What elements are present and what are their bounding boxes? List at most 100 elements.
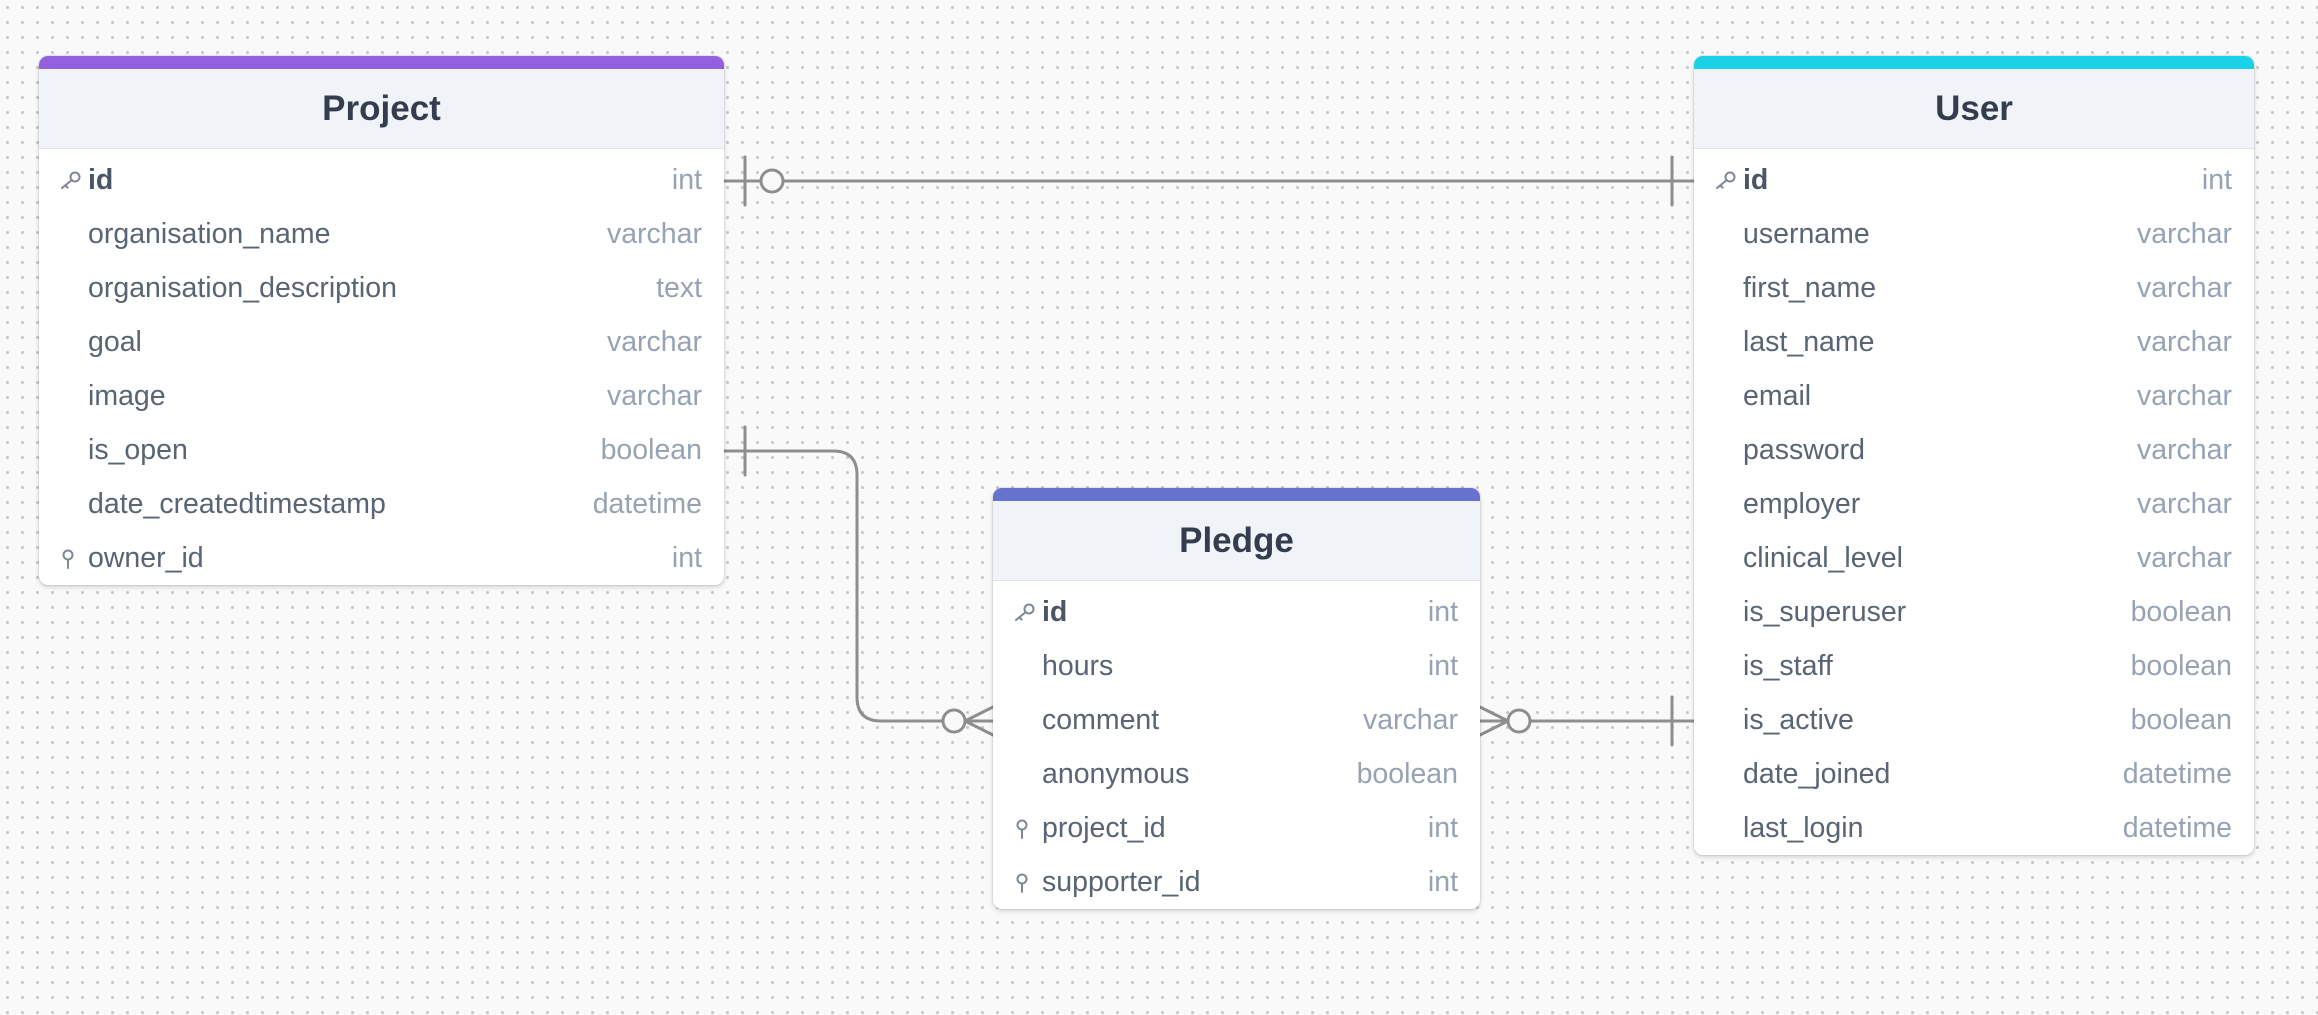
relationship-project-pledge — [722, 425, 995, 737]
column-name: last_name — [1743, 325, 1875, 358]
column-type: int — [671, 163, 702, 196]
table-project-column-row[interactable]: goal varchar — [39, 315, 724, 369]
column-type: datetime — [2122, 757, 2232, 790]
column-type: varchar — [2136, 379, 2232, 412]
column-icon-spacer — [1712, 585, 1743, 639]
column-name: project_id — [1042, 811, 1166, 844]
column-type: int — [1427, 865, 1458, 898]
table-pledge-column-row[interactable]: supporter_id int — [993, 855, 1480, 909]
key-icon — [57, 153, 88, 207]
key-icon — [1011, 585, 1042, 639]
table-pledge-column-row[interactable]: anonymous boolean — [993, 747, 1480, 801]
column-name: username — [1743, 217, 1870, 250]
relationship-pledge-user — [1478, 695, 1696, 747]
table-pledge-column-row[interactable]: comment varchar — [993, 693, 1480, 747]
column-name: anonymous — [1042, 757, 1190, 790]
table-user-header[interactable]: User — [1694, 69, 2254, 149]
table-project-title: Project — [322, 88, 441, 128]
table-user-column-row[interactable]: employer varchar — [1694, 477, 2254, 531]
column-name: hours — [1042, 649, 1114, 682]
column-icon-spacer — [1712, 315, 1743, 369]
column-icon-spacer — [1011, 747, 1042, 801]
column-name: employer — [1743, 487, 1861, 520]
column-type: int — [1427, 811, 1458, 844]
column-type: varchar — [2136, 433, 2232, 466]
column-name: id — [88, 163, 114, 196]
table-user-column-row[interactable]: username varchar — [1694, 207, 2254, 261]
column-type: datetime — [2122, 811, 2232, 844]
column-type: varchar — [2136, 541, 2232, 574]
column-name: date_createdtimestamp — [88, 487, 386, 520]
table-project-column-row[interactable]: id int — [39, 153, 724, 207]
column-name: is_open — [88, 433, 188, 466]
table-project-header[interactable]: Project — [39, 69, 724, 149]
table-pledge-header[interactable]: Pledge — [993, 501, 1480, 581]
foreign-key-icon — [1011, 801, 1042, 855]
foreign-key-icon — [1011, 855, 1042, 909]
table-user-title: User — [1935, 88, 2013, 128]
table-user-column-row[interactable]: last_name varchar — [1694, 315, 2254, 369]
column-type: int — [2201, 163, 2232, 196]
column-icon-spacer — [57, 369, 88, 423]
column-type: varchar — [1362, 703, 1458, 736]
table-pledge-column-row[interactable]: id int — [993, 585, 1480, 639]
column-type: varchar — [606, 217, 702, 250]
column-type: varchar — [606, 325, 702, 358]
column-type: text — [656, 271, 702, 304]
column-type: varchar — [2136, 487, 2232, 520]
column-type: int — [1427, 649, 1458, 682]
relationship-project-user — [722, 155, 1696, 207]
column-type: int — [1427, 595, 1458, 628]
column-icon-spacer — [57, 423, 88, 477]
column-name: id — [1042, 595, 1068, 628]
table-user-accent-bar — [1694, 56, 2254, 69]
column-name: last_login — [1743, 811, 1864, 844]
column-name: clinical_level — [1743, 541, 1903, 574]
table-pledge[interactable]: Pledge id int hours int comment varchar anonym… — [993, 488, 1480, 909]
table-user-column-row[interactable]: date_joined datetime — [1694, 747, 2254, 801]
column-name: is_superuser — [1743, 595, 1907, 628]
column-type: boolean — [2130, 595, 2232, 628]
column-name: goal — [88, 325, 142, 358]
table-user-column-row[interactable]: is_superuser boolean — [1694, 585, 2254, 639]
table-pledge-column-row[interactable]: hours int — [993, 639, 1480, 693]
table-user-column-row[interactable]: clinical_level varchar — [1694, 531, 2254, 585]
column-icon-spacer — [1712, 261, 1743, 315]
column-icon-spacer — [1712, 423, 1743, 477]
column-type: boolean — [2130, 703, 2232, 736]
column-name: supporter_id — [1042, 865, 1201, 898]
table-user-column-row[interactable]: last_login datetime — [1694, 801, 2254, 855]
column-name: is_active — [1743, 703, 1854, 736]
column-name: owner_id — [88, 541, 204, 574]
column-icon-spacer — [1011, 639, 1042, 693]
column-name: date_joined — [1743, 757, 1891, 790]
table-user-column-row[interactable]: is_active boolean — [1694, 693, 2254, 747]
column-type: varchar — [2136, 217, 2232, 250]
table-pledge-columns: id int hours int comment varchar anonymous bool… — [993, 581, 1480, 909]
column-type: varchar — [2136, 325, 2232, 358]
column-type: boolean — [1356, 757, 1458, 790]
table-pledge-accent-bar — [993, 488, 1480, 501]
column-type: varchar — [606, 379, 702, 412]
column-icon-spacer — [57, 477, 88, 531]
column-icon-spacer — [57, 207, 88, 261]
column-icon-spacer — [1712, 747, 1743, 801]
column-name: comment — [1042, 703, 1160, 736]
foreign-key-icon — [57, 531, 88, 585]
column-icon-spacer — [1712, 693, 1743, 747]
table-pledge-column-row[interactable]: project_id int — [993, 801, 1480, 855]
